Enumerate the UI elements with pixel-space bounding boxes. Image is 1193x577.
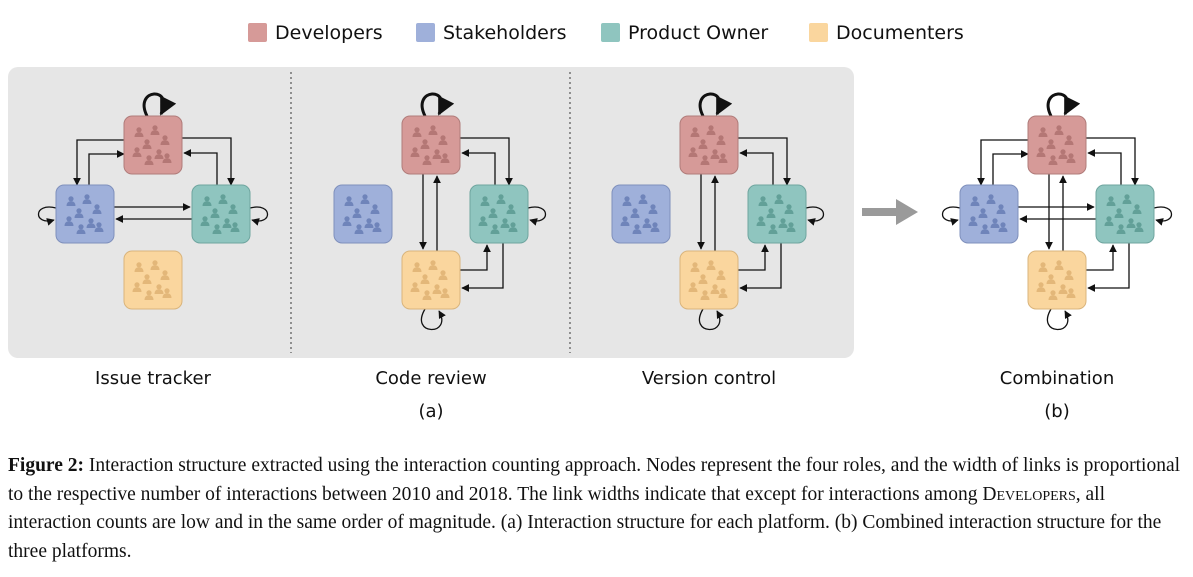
caption-text-1: Interaction structure extracted using th… <box>8 455 1181 505</box>
panel-label-version-control: Version control <box>641 368 777 389</box>
caption-developers-smallcaps: Developers <box>982 483 1076 505</box>
legend-swatch-developers <box>248 23 267 42</box>
edge-developers-stakeholders <box>977 139 1028 186</box>
combination-arrow <box>862 199 918 225</box>
caption-text-2: , all interaction counts are low and in … <box>8 483 1162 562</box>
node-documenters <box>679 250 739 310</box>
edge-productowner-self <box>805 206 825 226</box>
node-product-owner <box>191 184 251 244</box>
edge-productowner-self <box>249 206 269 226</box>
edge-developers-productowner <box>182 137 235 186</box>
node-developers <box>679 115 739 175</box>
legend <box>248 23 828 42</box>
node-stakeholders <box>959 184 1019 244</box>
node-documenters <box>1027 250 1087 310</box>
node-product-owner <box>1095 184 1155 244</box>
edge-developers-productowner <box>1086 137 1139 186</box>
node-documenters <box>123 250 183 310</box>
edge-stakeholders-self <box>941 206 961 226</box>
edge-productowner-self <box>527 206 547 226</box>
node-product-owner <box>747 184 807 244</box>
edge-developers-stakeholders <box>73 139 124 186</box>
legend-label-documenters: Documenters <box>836 22 964 44</box>
edge-productowner-documenters <box>739 243 782 292</box>
node-developers <box>401 115 461 175</box>
edge-productowner-developers <box>183 149 218 185</box>
graph-issue-tracker <box>37 92 269 310</box>
graph-code-review <box>333 92 547 331</box>
node-product-owner <box>469 184 529 244</box>
edge-productowner-self <box>1153 206 1173 226</box>
group-label-a: (a) <box>418 401 444 422</box>
edge-developers-self <box>698 92 733 117</box>
node-documenters <box>401 250 461 310</box>
edge-documenters-self <box>420 308 446 331</box>
panel-label-combination: Combination <box>999 368 1115 389</box>
edge-developers-self <box>1046 92 1081 117</box>
edge-stakeholders-developers <box>88 150 125 185</box>
node-stakeholders <box>611 184 671 244</box>
legend-swatch-product-owner <box>601 23 620 42</box>
edge-developers-productowner <box>460 137 513 186</box>
edge-documenters-self <box>698 308 724 331</box>
edge-productowner-documenters <box>1087 243 1130 292</box>
edge-developers-productowner <box>738 137 791 186</box>
panel-a-background <box>8 67 854 358</box>
node-developers <box>123 115 183 175</box>
edge-productowner-developers <box>739 149 774 185</box>
legend-label-stakeholders: Stakeholders <box>443 22 567 44</box>
edge-productowner-documenters <box>461 243 504 292</box>
panel-label-issue-tracker: Issue tracker <box>95 368 211 389</box>
legend-label-product-owner: Product Owner <box>628 22 769 44</box>
edge-documenters-productowner <box>738 244 769 271</box>
edge-documenters-productowner <box>1086 244 1117 271</box>
legend-swatch-documenters <box>809 23 828 42</box>
legend-label-developers: Developers <box>275 22 383 44</box>
edge-productowner-developers <box>1087 149 1122 185</box>
edge-stakeholders-self <box>37 206 57 226</box>
edge-documenters-self <box>1046 308 1072 331</box>
edge-developers-self <box>420 92 455 117</box>
graph-combination <box>941 92 1173 331</box>
graph-version-control <box>611 92 825 331</box>
edge-productowner-developers <box>461 149 496 185</box>
figure-caption: Figure 2: Interaction structure extracte… <box>8 452 1188 566</box>
node-stakeholders <box>55 184 115 244</box>
edge-stakeholders-developers <box>992 150 1029 185</box>
edge-documenters-productowner <box>460 244 491 271</box>
legend-swatch-stakeholders <box>416 23 435 42</box>
panel-label-code-review: Code review <box>375 368 487 389</box>
figure-label: Figure 2: <box>8 455 85 476</box>
group-label-b: (b) <box>1044 401 1070 422</box>
edge-developers-self <box>142 92 177 117</box>
node-stakeholders <box>333 184 393 244</box>
node-developers <box>1027 115 1087 175</box>
